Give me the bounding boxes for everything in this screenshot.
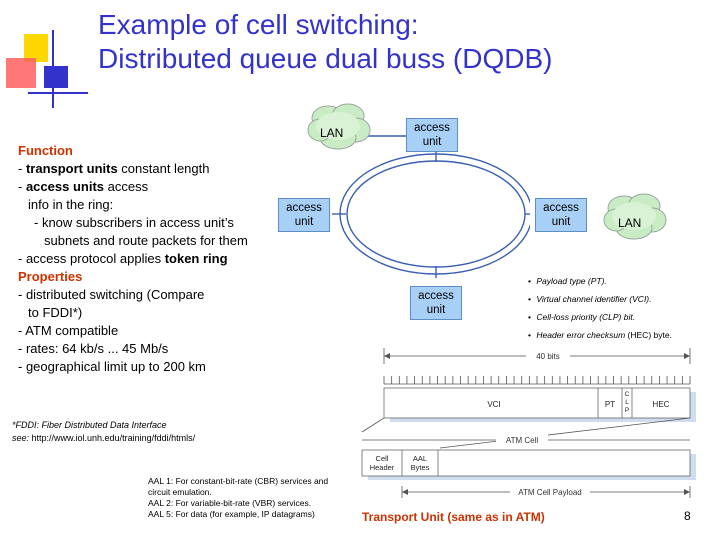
properties-line-2: to FDDI*) (28, 305, 83, 320)
field-vci: VCI (487, 400, 500, 409)
ring-outer (339, 153, 530, 275)
atm-header-fields-list: • Payload type (PT). • Virtual channel i… (528, 272, 672, 344)
clp-letter: C (625, 391, 630, 398)
logo-vertical-line (52, 30, 54, 108)
function-line-5: subnets and route packets for them (44, 233, 248, 248)
function-properties-text: Function - transport units constant leng… (18, 142, 248, 376)
access-unit-left: access unit (278, 198, 330, 232)
access-unit-right: access unit (535, 198, 587, 232)
clp-letter: P (625, 407, 629, 414)
transport-unit-caption: Transport Unit (same as in ATM) (362, 510, 545, 524)
properties-heading: Properties (18, 269, 83, 284)
bullet-item: • Cell-loss priority (CLP) bit. (528, 308, 672, 326)
header-box (383, 387, 691, 419)
bullet-item: • Header error checksum (HEC) byte. (528, 326, 672, 344)
aal-notes: AAL 1: For constant-bit-rate (CBR) servi… (148, 476, 328, 520)
bits-label-bg (526, 350, 570, 362)
bit-ruler (383, 376, 691, 384)
atm-cell-label: ATM Cell (506, 436, 539, 445)
function-line-2: - access units access (18, 179, 149, 194)
clp-letter: L (625, 399, 629, 406)
access-unit-bottom: access unit (410, 286, 462, 320)
title-line-2: Distributed queue dual buss (DQDB) (98, 43, 553, 74)
logo-red-square (6, 58, 36, 88)
bullet-dot-icon: • (528, 294, 531, 304)
footnote-line-1: *FDDI: Fiber Distributed Data Interface (12, 420, 167, 430)
properties-line-5: - geographical limit up to 200 km (18, 359, 206, 374)
function-heading: Function (18, 143, 73, 158)
bits-arrow-right-icon (684, 353, 690, 359)
properties-line-3: - ATM compatible (18, 323, 119, 338)
field-hec: HEC (653, 400, 670, 409)
fddi-footnote: *FDDI: Fiber Distributed Data Interface … (12, 419, 195, 445)
cell-row (361, 449, 691, 477)
zoom-line-left (361, 417, 385, 433)
aal-line-2: AAL 2: For variable-bit-rate (VBR) servi… (148, 498, 312, 508)
properties-line-4: - rates: 64 kb/s ... 45 Mb/s (18, 341, 169, 356)
logo-horizontal-line (28, 92, 88, 94)
page-title: Example of cell switching: Distributed q… (98, 8, 552, 76)
aal-line-5: AAL 5: For data (for example, IP datagra… (148, 509, 315, 519)
function-line-6: - access protocol applies token ring (18, 251, 228, 266)
function-line-4: - know subscribers in access unit’s (34, 215, 234, 230)
bullet-dot-icon: • (528, 330, 531, 340)
lan-label-top: LAN (320, 126, 344, 140)
payload-arrow-left-icon (402, 489, 408, 495)
bullet-dot-icon: • (528, 276, 531, 286)
aal-line-1b: circuit emulation. (148, 487, 212, 497)
bullet-dot-icon: • (528, 312, 531, 322)
payload-arrow-right-icon (684, 489, 690, 495)
payload-label-bg (510, 486, 590, 498)
lan-cloud-top (307, 103, 371, 150)
bits-arrow-left-icon (384, 353, 390, 359)
properties-line-1: - distributed switching (Compare (18, 287, 205, 302)
title-line-1: Example of cell switching: (98, 9, 419, 40)
dqdb-ring-diagram (332, 135, 530, 278)
logo-blue-square (44, 66, 68, 88)
function-line-1: - transport units constant length (18, 161, 210, 176)
access-unit-top: access unit (406, 118, 458, 152)
aal-line-1: AAL 1: For constant-bit-rate (CBR) servi… (148, 476, 329, 486)
bullet-item: • Payload type (PT). (528, 272, 672, 290)
footnote-url-link[interactable]: http://www.iol.unh.edu/training/fddi/htm… (29, 433, 196, 443)
zoom-line-right (439, 417, 691, 449)
payload-label: ATM Cell Payload (518, 488, 581, 497)
logo-yellow-square (24, 34, 48, 62)
lan-cloud-right (603, 193, 667, 240)
function-line-3: info in the ring: (28, 197, 114, 212)
bullet-item: • Virtual channel identifier (VCI). (528, 290, 672, 308)
bits-label: 40 bits (536, 352, 560, 361)
footnote-line-2: see: http://www.iol.unh.edu/training/fdd… (12, 433, 196, 443)
page-number: 8 (684, 509, 691, 523)
lan-label-right: LAN (618, 216, 642, 230)
ring-inner (346, 160, 526, 268)
atm-cell-label-bg (496, 434, 548, 446)
field-pt: PT (605, 400, 615, 409)
